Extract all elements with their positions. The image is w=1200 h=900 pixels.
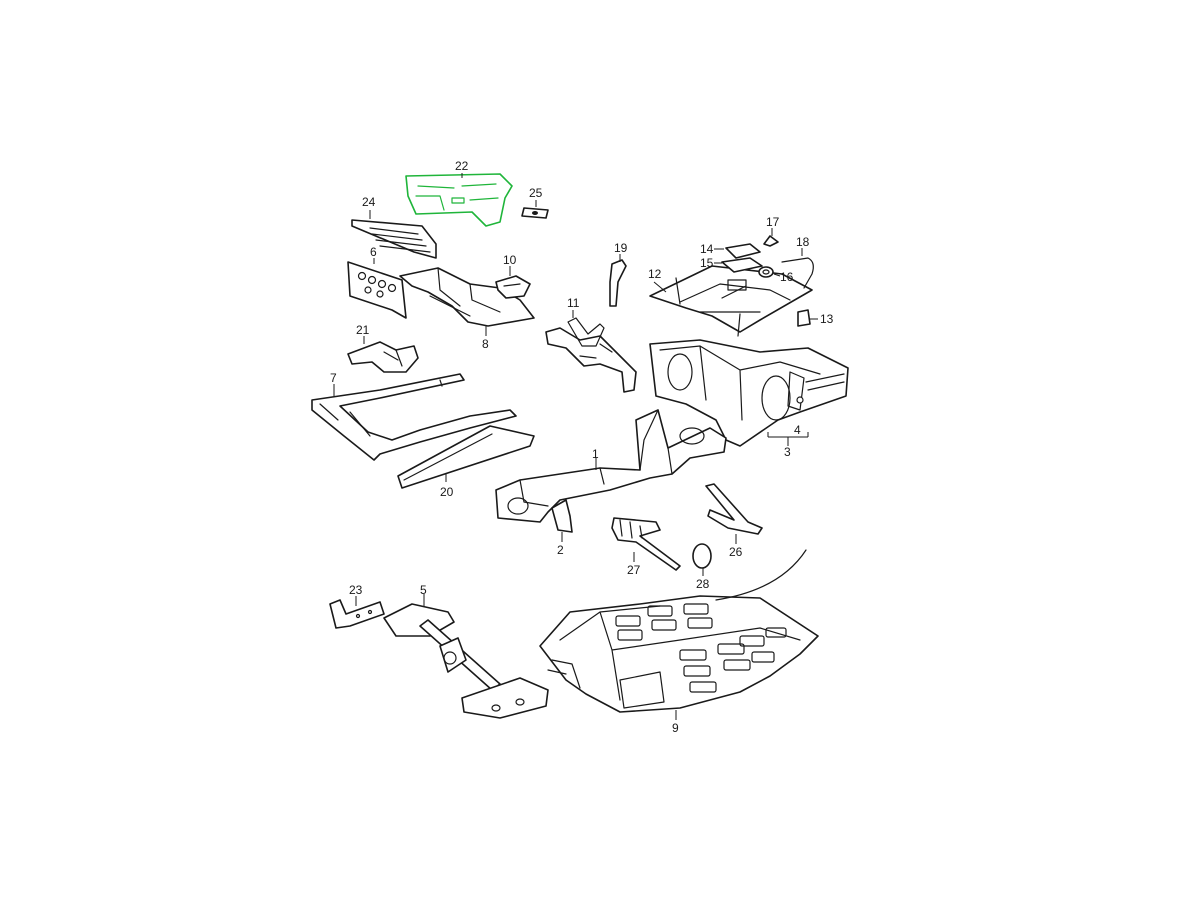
callout-22: 22 xyxy=(455,159,469,173)
part-8-tunnel-panel[interactable] xyxy=(399,267,535,327)
callout-27: 27 xyxy=(627,563,641,577)
callout-2: 2 xyxy=(557,543,564,557)
callout-18: 18 xyxy=(796,235,810,249)
part-11-crossmember[interactable] xyxy=(545,317,637,393)
part-7-side-member[interactable] xyxy=(311,373,517,461)
callout-16: 16 xyxy=(780,270,794,284)
part-2-bracket[interactable] xyxy=(551,499,573,533)
part-12-rear-floor[interactable] xyxy=(649,265,813,337)
callout-1: 1 xyxy=(592,447,599,461)
callout-12: 12 xyxy=(648,267,662,281)
part-5-axle-tube[interactable] xyxy=(383,603,549,719)
part-21-bracket[interactable] xyxy=(347,341,419,373)
callout-8: 8 xyxy=(482,337,489,351)
part-9-floor-pan[interactable] xyxy=(539,549,819,713)
callout-26: 26 xyxy=(729,545,743,559)
part-1-main-crossmember[interactable] xyxy=(495,409,727,523)
part-20-reinforcement[interactable] xyxy=(397,425,535,489)
part-23-angle-bracket[interactable] xyxy=(329,599,385,629)
part-19-strip[interactable] xyxy=(609,259,627,307)
part-15-cover[interactable] xyxy=(721,257,763,273)
callout-24: 24 xyxy=(362,195,376,209)
callout-28: 28 xyxy=(696,577,710,591)
callout-23: 23 xyxy=(349,583,363,597)
part-26-strut[interactable] xyxy=(705,483,763,535)
callout-6: 6 xyxy=(370,245,377,259)
callout-11: 11 xyxy=(567,296,580,310)
callout-5: 5 xyxy=(420,583,427,597)
part-10-bracket[interactable] xyxy=(495,275,531,299)
part-13-cap[interactable] xyxy=(797,309,811,327)
part-14-gasket[interactable] xyxy=(725,243,761,259)
callout-19: 19 xyxy=(614,241,628,255)
part-6-perforated-panel[interactable] xyxy=(347,261,407,319)
callout-21: 21 xyxy=(356,323,370,337)
callout-10: 10 xyxy=(503,253,517,267)
callout-7: 7 xyxy=(330,371,337,385)
callout-3: 3 xyxy=(784,445,791,459)
callout-15: 15 xyxy=(700,256,714,270)
callout-25: 25 xyxy=(529,186,543,200)
part-17-clamp[interactable] xyxy=(763,235,779,247)
callout-4: 4 xyxy=(794,423,801,437)
callout-17: 17 xyxy=(766,215,780,229)
part-25-clip[interactable] xyxy=(521,207,549,219)
callout-13: 13 xyxy=(820,312,834,326)
callout-14: 14 xyxy=(700,242,714,256)
part-24-ribbed-plate[interactable] xyxy=(351,219,437,259)
part-16-grommet[interactable] xyxy=(758,266,774,278)
callout-20: 20 xyxy=(440,485,454,499)
part-22-panel[interactable] xyxy=(405,173,513,227)
part-27-support[interactable] xyxy=(611,517,681,571)
part-3-rear-frame[interactable] xyxy=(649,339,849,447)
part-18-cable[interactable] xyxy=(781,257,814,289)
part-28-plug[interactable] xyxy=(692,543,712,569)
callout-9: 9 xyxy=(672,721,679,735)
